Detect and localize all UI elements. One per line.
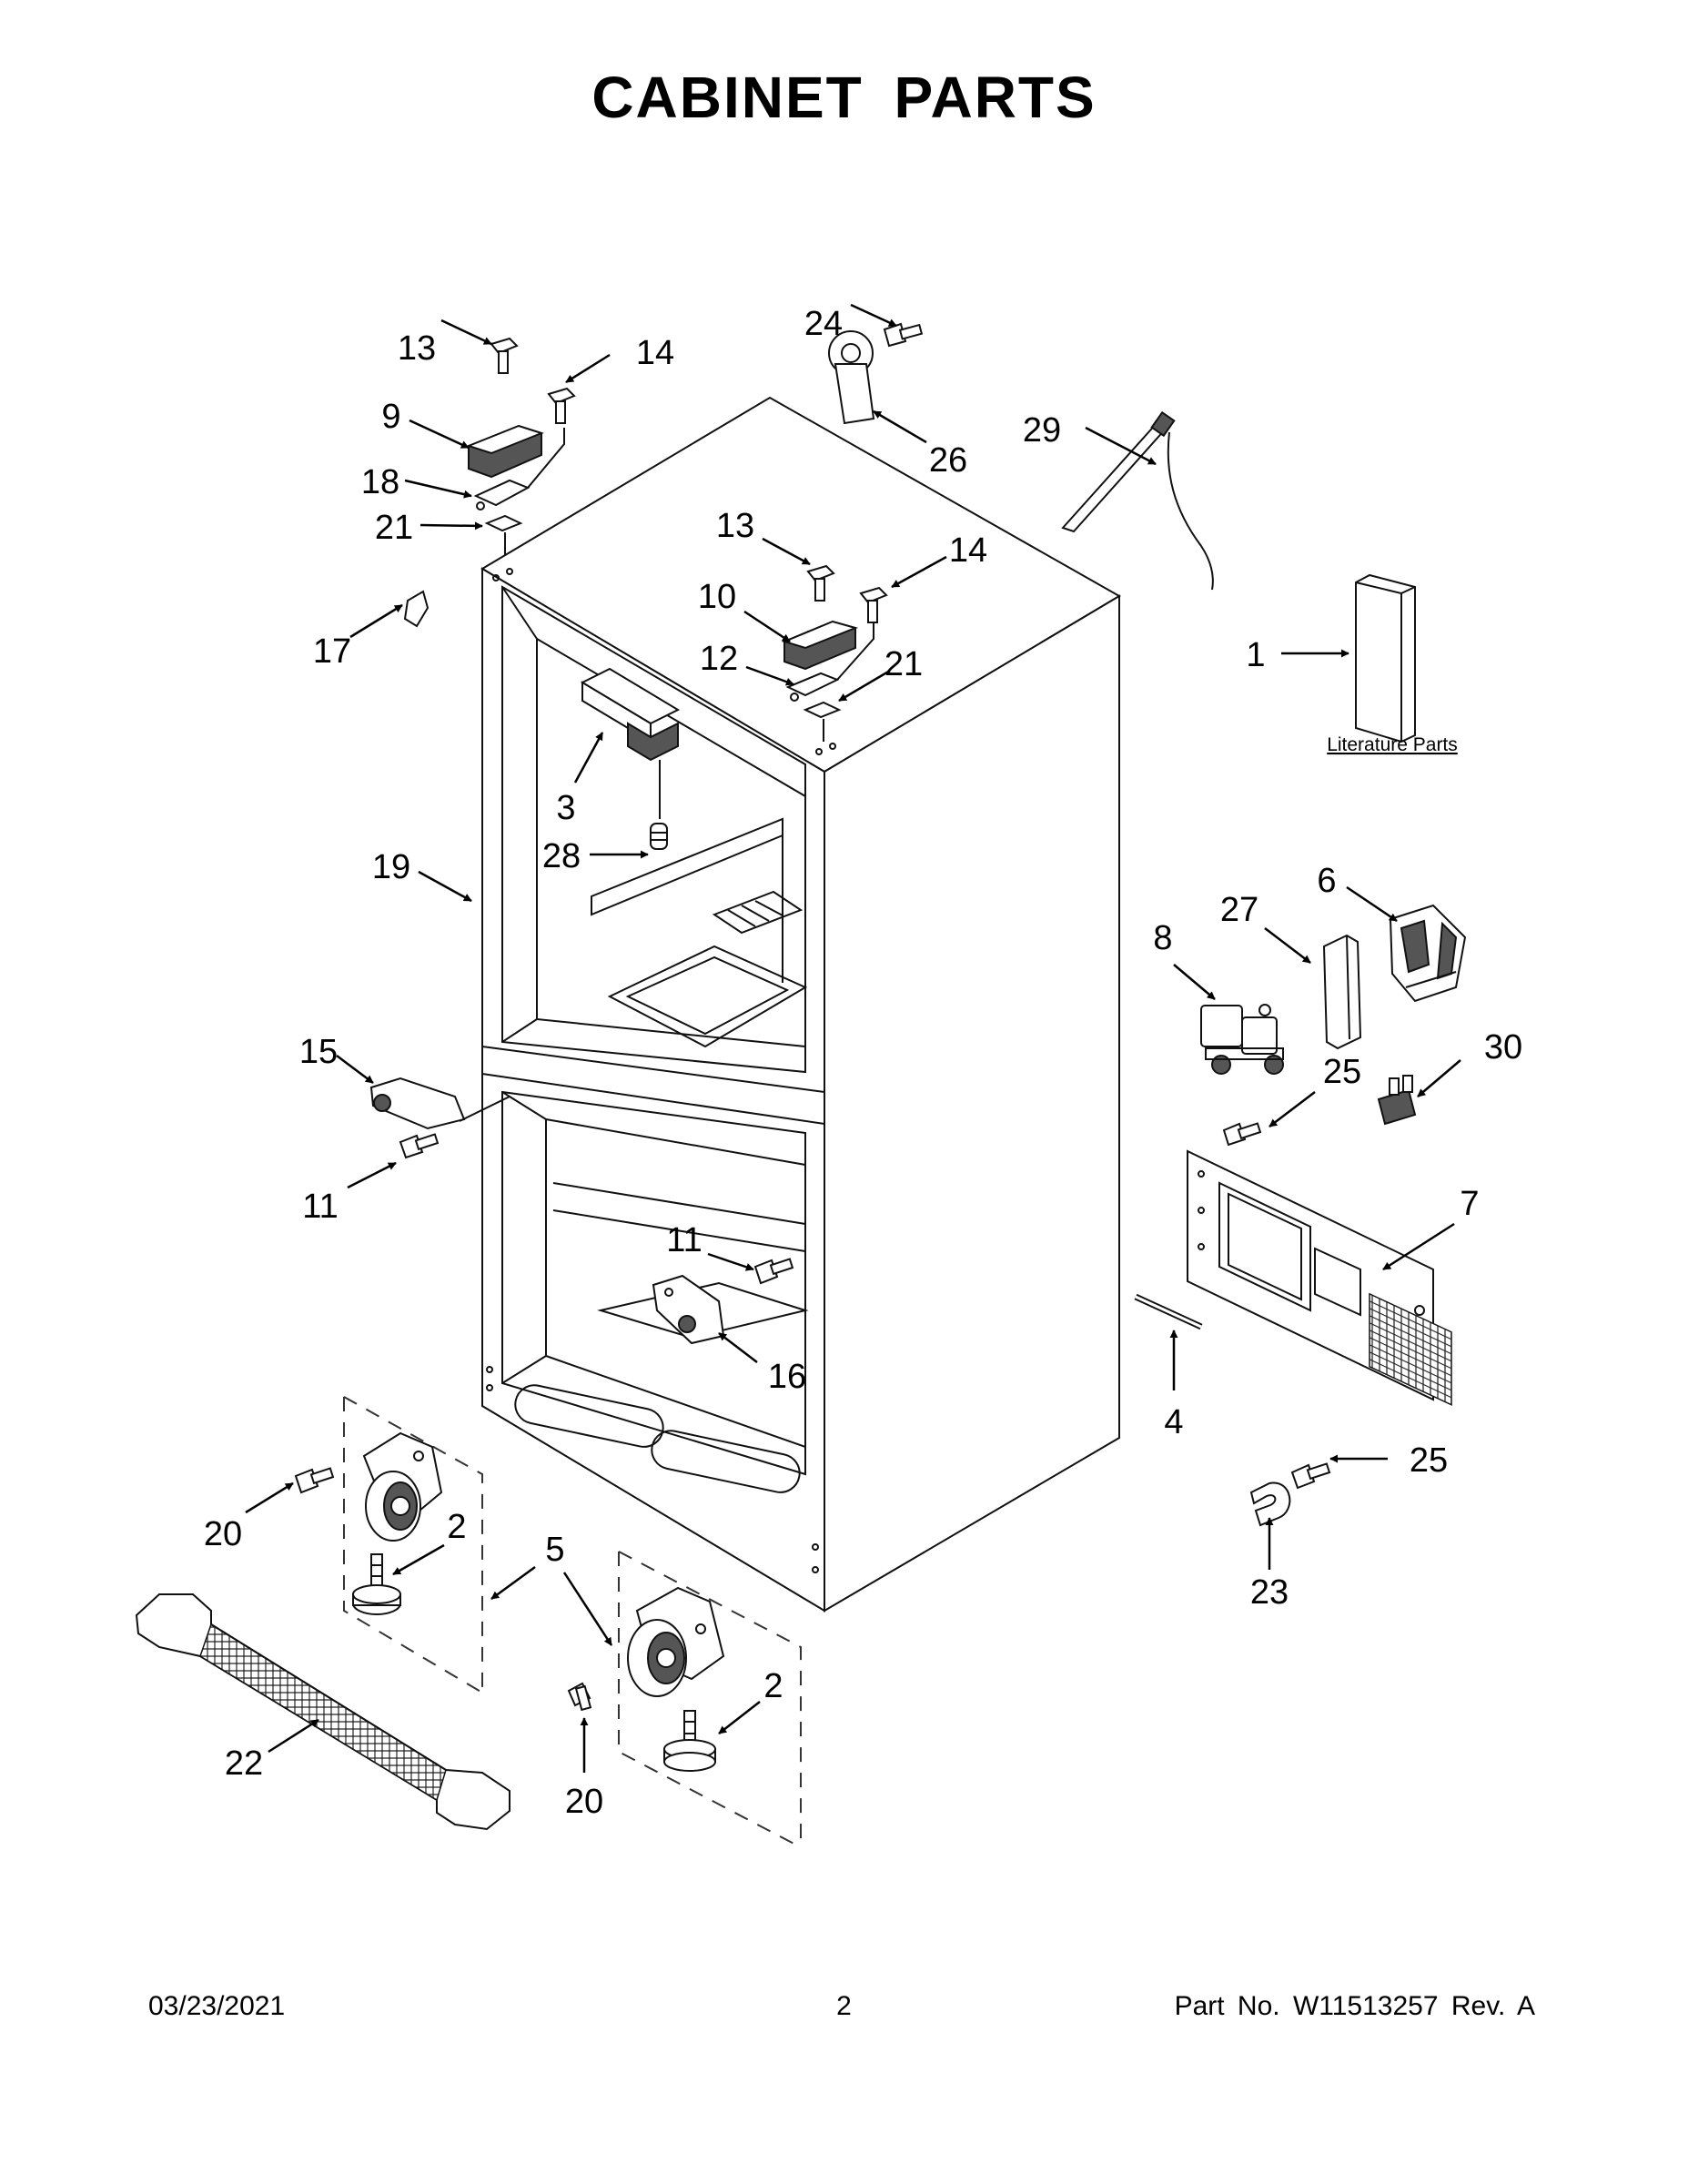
part-21-shim-left xyxy=(484,514,523,555)
part-4-seal xyxy=(1134,1293,1203,1330)
page-title: CABINET PARTS xyxy=(591,65,1097,130)
part-1-literature xyxy=(1355,573,1416,743)
callout-label: 29 xyxy=(1023,411,1061,450)
callout-label: 18 xyxy=(361,463,399,501)
footer-page-number: 2 xyxy=(836,1991,852,2021)
part-30-clip xyxy=(1377,1075,1417,1126)
part-14-screw-center xyxy=(859,586,888,623)
callout-label: 5 xyxy=(545,1531,564,1569)
callout-arrows xyxy=(245,303,1461,1773)
part-11-screw-left xyxy=(399,1133,440,1159)
part-23-clamp xyxy=(1249,1481,1291,1527)
callout-label: 4 xyxy=(1164,1403,1183,1441)
part-7-access-cover xyxy=(1187,1149,1452,1406)
part-26-top-roller xyxy=(828,330,875,425)
callout-label: 23 xyxy=(1250,1573,1289,1612)
callout-label: 11 xyxy=(666,1221,702,1259)
callout-label: 10 xyxy=(698,578,736,616)
callout-label: 3 xyxy=(556,789,575,827)
callout-label: 24 xyxy=(804,305,843,343)
part-13-screw-center xyxy=(806,564,835,602)
callout-label: 28 xyxy=(542,837,581,875)
callout-label: 15 xyxy=(299,1033,338,1071)
callout-label: 21 xyxy=(884,645,923,683)
callout-label: 8 xyxy=(1153,919,1172,957)
callout-label: 1 xyxy=(1246,636,1265,674)
part-13-screw-left xyxy=(490,337,519,374)
part-25-screw-upper xyxy=(1222,1122,1262,1147)
part-18-hinge xyxy=(473,428,565,511)
part-5-roller-assembly-left xyxy=(343,1396,483,1694)
callout-label: 14 xyxy=(636,334,674,372)
callout-label: 14 xyxy=(949,531,987,570)
part-24-screw xyxy=(883,322,924,348)
part-27-cover xyxy=(1322,934,1362,1050)
callout-label: 20 xyxy=(565,1783,603,1821)
callout-label: 13 xyxy=(716,507,754,545)
footer-date: 03/23/2021 xyxy=(148,1991,286,2021)
part-10-hinge-cover xyxy=(782,620,859,671)
callout-label: 19 xyxy=(372,848,410,886)
part-29-tube xyxy=(1061,410,1214,591)
footer-part-number: Part No. W11513257 Rev. A xyxy=(1174,1991,1535,2021)
callout-label: 20 xyxy=(204,1515,242,1553)
callout-label: 25 xyxy=(1323,1053,1361,1091)
callout-numbers: 13 14 24 9 26 29 18 21 13 14 17 10 12 21… xyxy=(204,305,1522,1821)
callout-label: 21 xyxy=(375,509,413,547)
part-20-screw-right xyxy=(567,1682,592,1712)
part-2-leveler-left xyxy=(352,1553,401,1615)
callout-label: 22 xyxy=(225,1744,263,1783)
part-8-water-valve xyxy=(1200,1004,1284,1075)
callout-label: 2 xyxy=(447,1508,466,1546)
callout-label: 30 xyxy=(1484,1028,1522,1067)
part-22-base-grille xyxy=(135,1593,510,1831)
callout-label: 17 xyxy=(313,632,351,671)
callout-label: 11 xyxy=(302,1188,338,1226)
callout-label: 27 xyxy=(1220,891,1258,929)
callout-label: 25 xyxy=(1410,1441,1448,1480)
callout-label: 7 xyxy=(1460,1185,1479,1223)
callout-label: 9 xyxy=(381,398,400,436)
callout-label: 13 xyxy=(398,329,436,368)
part-21-shim-center xyxy=(803,701,842,742)
part-20-screw-left xyxy=(294,1467,335,1494)
callout-label: 12 xyxy=(700,640,738,678)
part-28-bulb xyxy=(650,823,668,850)
part-15-bracket xyxy=(369,1077,510,1130)
callout-label: 16 xyxy=(768,1358,806,1396)
callout-label: 6 xyxy=(1317,862,1336,900)
literature-parts-label: Literature Parts xyxy=(1327,734,1458,755)
part-6-bracket xyxy=(1389,904,1467,1003)
part-12-hinge xyxy=(785,623,874,702)
part-11-screw-freezer xyxy=(753,1258,794,1285)
part-3-light-housing xyxy=(580,667,681,819)
part-14-screw-left xyxy=(547,387,576,424)
part-25-screw-lower xyxy=(1290,1462,1331,1490)
callout-label: 2 xyxy=(763,1667,783,1705)
part-5-roller-assembly-right xyxy=(618,1551,802,1848)
part-17-clip xyxy=(403,590,430,628)
part-2-leveler-right xyxy=(663,1710,716,1772)
cabinet-shell xyxy=(480,396,1121,1613)
callout-label: 26 xyxy=(929,441,967,480)
part-9-hinge-cover xyxy=(466,424,544,479)
